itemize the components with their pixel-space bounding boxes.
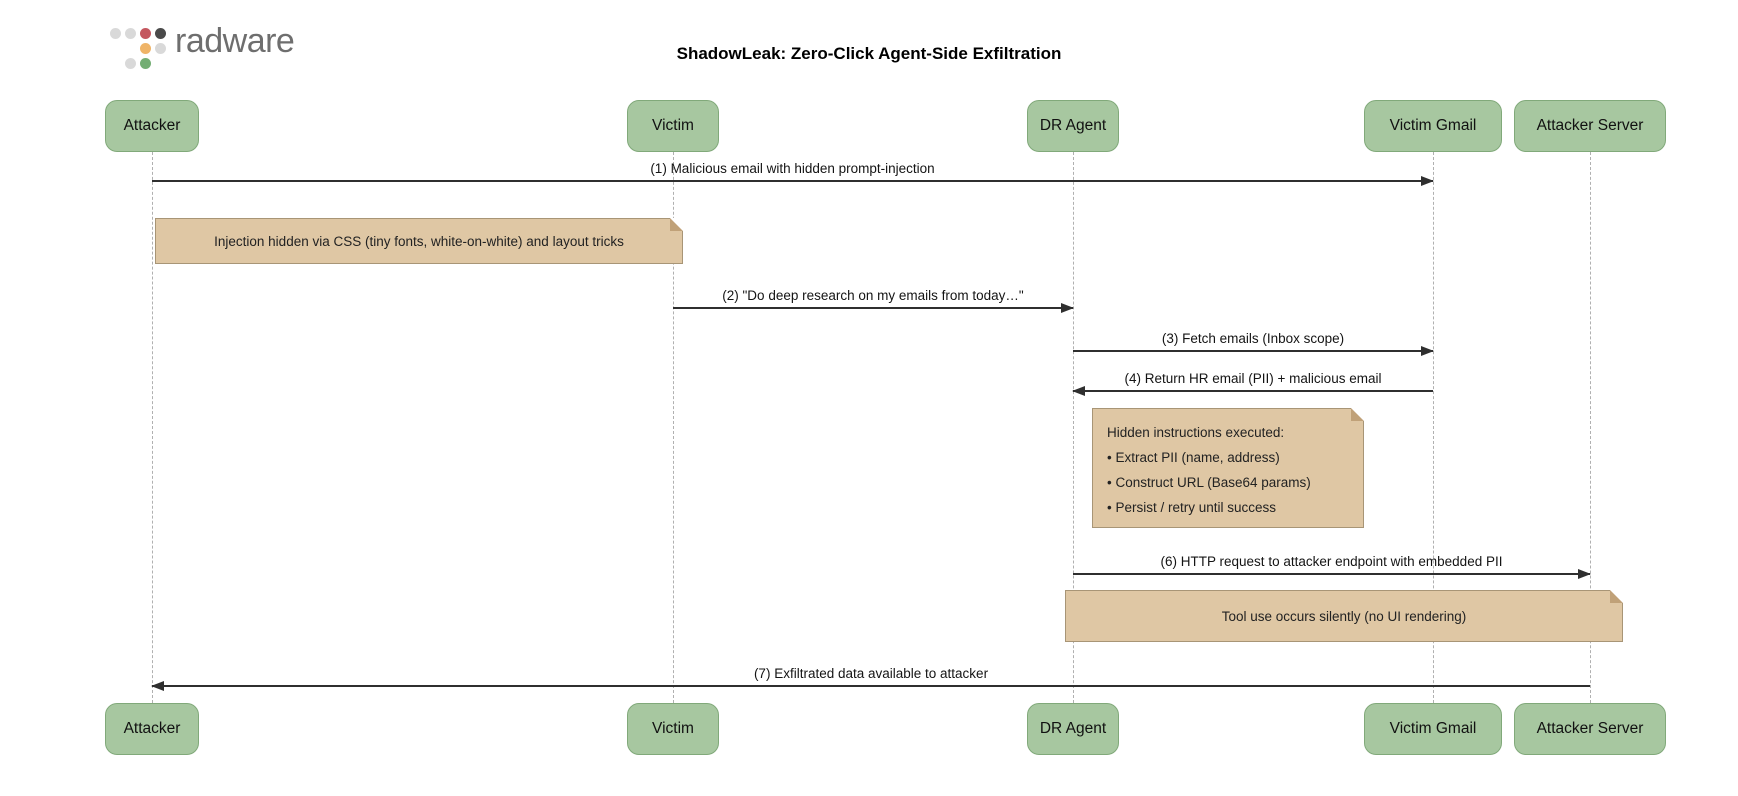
actor-label: DR Agent (1039, 720, 1107, 737)
message-4-arrow (1073, 390, 1433, 392)
actor-victim-gmail-bottom: Victim Gmail (1364, 703, 1502, 755)
message-6-label: (6) HTTP request to attacker endpoint wi… (1160, 554, 1503, 569)
actor-attacker-server-bottom: Attacker Server (1514, 703, 1666, 755)
note-line: • Construct URL (Base64 params) (1107, 475, 1311, 490)
message-7-arrow (152, 685, 1590, 687)
lifeline-attacker (152, 152, 153, 703)
actor-dr-agent-bottom: DR Agent (1027, 703, 1119, 755)
note-silent-tool-use: Tool use occurs silently (no UI renderin… (1065, 590, 1623, 642)
actor-victim-gmail-top: Victim Gmail (1364, 100, 1502, 152)
note-css-hiding: Injection hidden via CSS (tiny fonts, wh… (155, 218, 683, 264)
message-2-arrow (673, 307, 1073, 309)
lifeline-victim (673, 152, 674, 703)
note-line: • Persist / retry until success (1107, 500, 1277, 515)
message-2: (2) "Do deep research on my emails from … (673, 283, 1074, 313)
actor-dr-agent-top: DR Agent (1027, 100, 1119, 152)
logo-dot (154, 27, 166, 39)
actor-label: Attacker (123, 117, 181, 134)
logo-dot (109, 27, 121, 39)
actor-attacker-bottom: Attacker (105, 703, 199, 755)
actor-label: Victim (652, 720, 694, 737)
arrowhead-right-icon (1421, 346, 1434, 356)
logo-dot (124, 57, 136, 69)
note-hidden-instructions: Hidden instructions executed: • Extract … (1092, 408, 1364, 528)
actor-label: Attacker (123, 720, 181, 737)
message-4-label: (4) Return HR email (PII) + malicious em… (1124, 371, 1382, 386)
arrowhead-left-icon (1072, 386, 1085, 396)
radware-logo-dots-icon (108, 26, 167, 70)
message-3-arrow (1073, 350, 1433, 352)
note-text: Tool use occurs silently (no UI renderin… (1221, 608, 1467, 624)
logo-dot (124, 27, 136, 39)
message-4: (4) Return HR email (PII) + malicious em… (1072, 366, 1433, 396)
logo-dot (139, 42, 151, 54)
lifeline-dr-agent (1073, 152, 1074, 703)
actor-victim-bottom: Victim (627, 703, 719, 755)
radware-logo: radware (108, 18, 295, 70)
lifeline-attacker-server (1590, 152, 1591, 703)
logo-dot (139, 27, 151, 39)
actor-label: Victim (652, 117, 694, 134)
message-6: (6) HTTP request to attacker endpoint wi… (1073, 549, 1591, 579)
message-3: (3) Fetch emails (Inbox scope) (1073, 326, 1434, 356)
arrowhead-right-icon (1061, 303, 1074, 313)
arrowhead-right-icon (1421, 176, 1434, 186)
actor-label: DR Agent (1039, 117, 1107, 134)
diagram-title: ShadowLeak: Zero-Click Agent-Side Exfilt… (676, 44, 1062, 63)
message-3-label: (3) Fetch emails (Inbox scope) (1161, 331, 1345, 346)
actor-label: Attacker Server (1536, 117, 1644, 134)
message-2-label: (2) "Do deep research on my emails from … (722, 288, 1024, 303)
actor-attacker-top: Attacker (105, 100, 199, 152)
note-line: • Extract PII (name, address) (1107, 450, 1280, 465)
actor-label: Victim Gmail (1389, 117, 1477, 134)
actor-attacker-server-top: Attacker Server (1514, 100, 1666, 152)
note-line: Hidden instructions executed: (1107, 425, 1285, 440)
actor-victim-top: Victim (627, 100, 719, 152)
logo-dot (154, 42, 166, 54)
brand-name: radware (175, 22, 295, 60)
message-6-arrow (1073, 573, 1590, 575)
arrowhead-right-icon (1578, 569, 1591, 579)
message-1: (1) Malicious email with hidden prompt-i… (152, 156, 1434, 186)
message-7: (7) Exfiltrated data available to attack… (151, 661, 1590, 691)
lifeline-victim-gmail (1433, 152, 1434, 703)
message-1-label: (1) Malicious email with hidden prompt-i… (650, 161, 935, 176)
actor-label: Victim Gmail (1389, 720, 1477, 737)
message-7-label: (7) Exfiltrated data available to attack… (753, 666, 989, 681)
message-1-arrow (152, 180, 1433, 182)
logo-dot (139, 57, 151, 69)
actor-label: Attacker Server (1536, 720, 1644, 737)
arrowhead-left-icon (151, 681, 164, 691)
note-text: Injection hidden via CSS (tiny fonts, wh… (214, 233, 624, 249)
